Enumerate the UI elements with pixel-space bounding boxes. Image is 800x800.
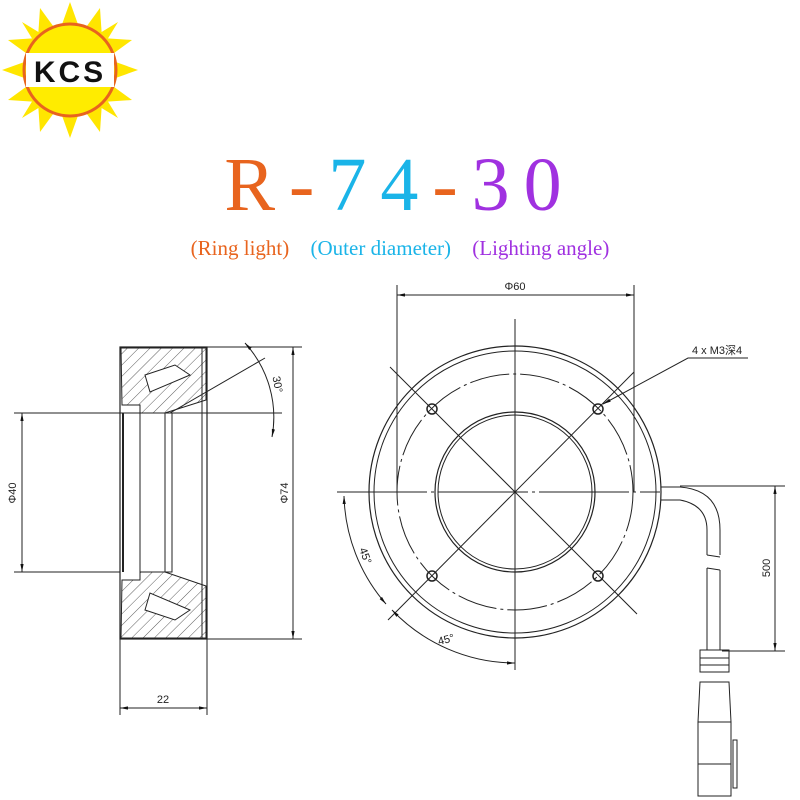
logo-text: KCS <box>34 56 106 89</box>
outer-diameter-label: Φ74 <box>279 482 291 503</box>
title-diameter: 74 <box>328 143 433 227</box>
bolt-circle-label: Φ60 <box>504 281 525 293</box>
subtitle-ring: (Ring light) <box>190 236 290 260</box>
side-section-view <box>14 342 302 715</box>
angle-a-label: 45° <box>356 546 373 566</box>
title-separator: - <box>432 143 472 227</box>
width-label: 22 <box>157 694 169 706</box>
inner-diameter-label: Φ40 <box>7 482 19 503</box>
model-title: R-74-30 <box>0 140 800 230</box>
mounting-holes <box>426 403 604 582</box>
subtitle-diameter: (Outer diameter) <box>310 236 452 260</box>
title-separator: - <box>289 143 329 227</box>
holes-label: 4 x M3深4 <box>692 344 742 357</box>
front-view <box>337 285 785 797</box>
subtitle-angle: (Lighting angle) <box>472 236 610 260</box>
title-ring: R <box>224 143 290 227</box>
cable-length-label: 500 <box>761 559 773 577</box>
angle-label: 30° <box>270 375 285 393</box>
kcs-logo: KCS <box>2 2 138 138</box>
angle-b-label: 45° <box>437 632 456 648</box>
title-angle: 30 <box>471 143 576 227</box>
subtitle-row: (Ring light) (Outer diameter) (Lighting … <box>0 236 800 261</box>
